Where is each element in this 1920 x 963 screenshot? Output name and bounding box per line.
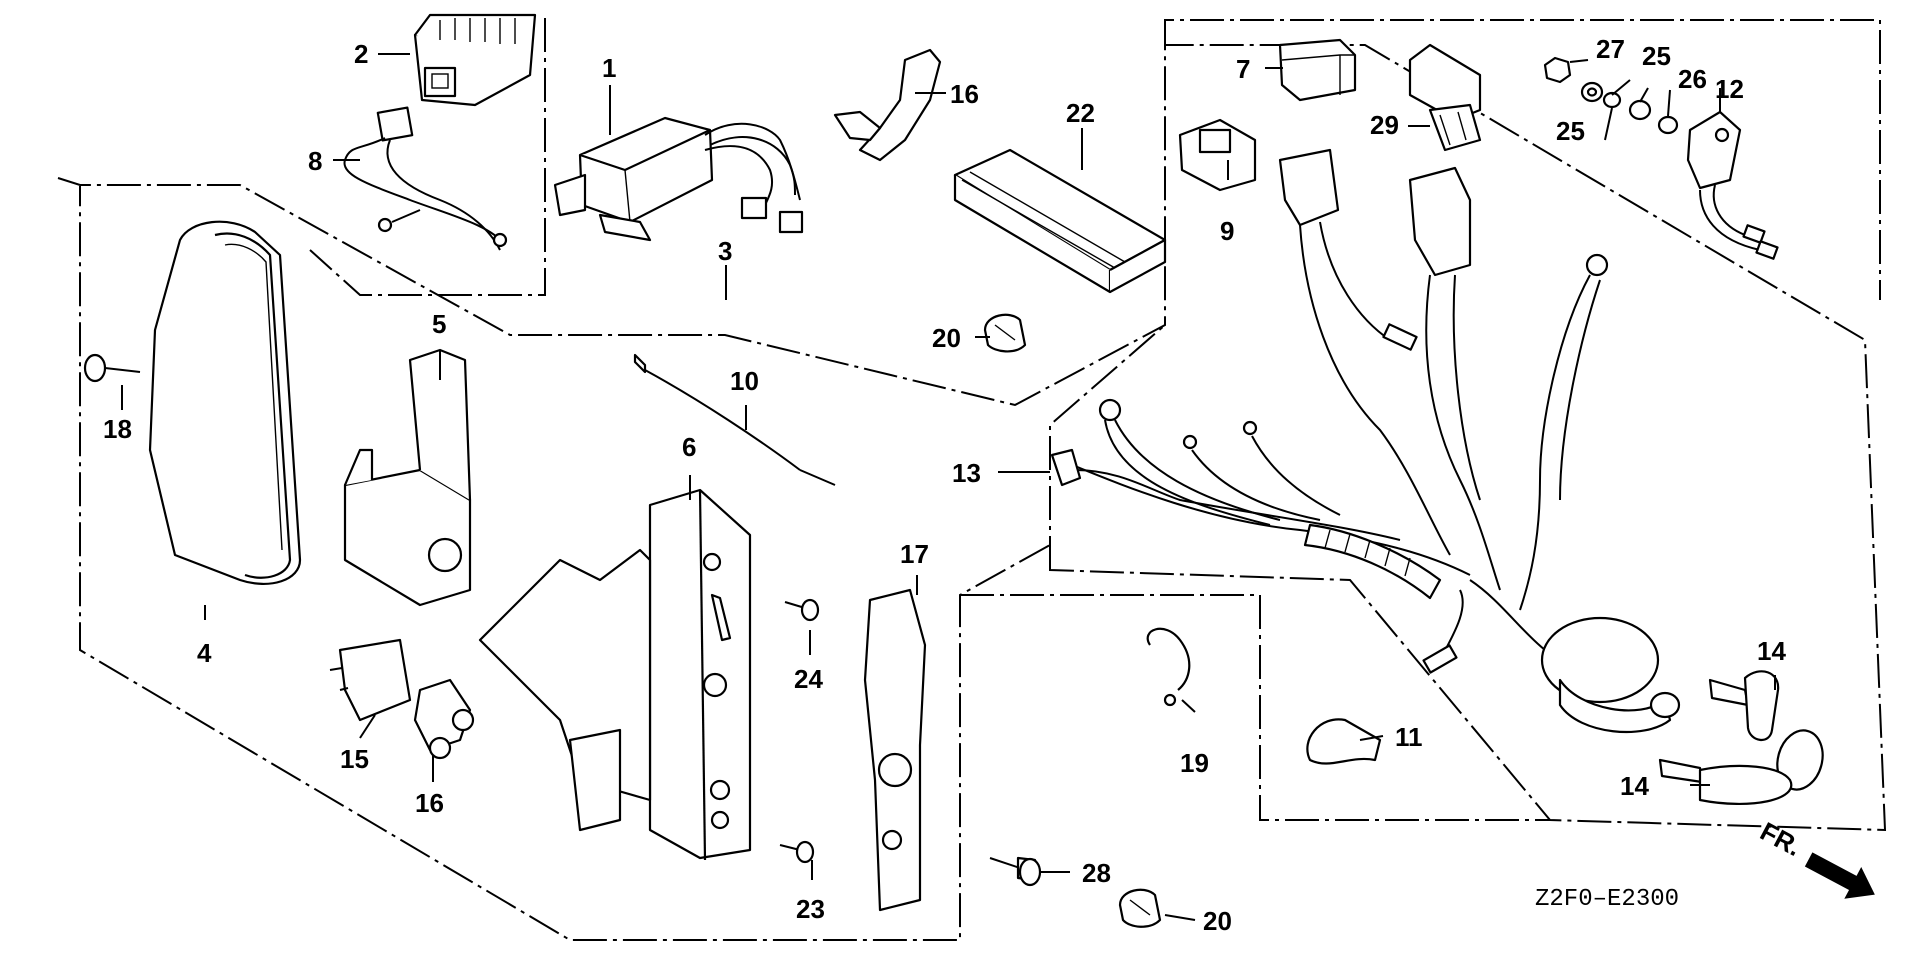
part-22-foam-pad [953,148,1167,294]
leader-lines [121,53,1776,921]
part-16-breaker [413,678,475,760]
callout-14-lower: 14 [1620,771,1649,801]
part-8-harness [343,106,508,251]
part-17-gasket [863,588,927,912]
front-arrow-icon [1804,852,1875,899]
part-29-fuse-holder [1408,43,1482,152]
callout-26: 26 [1678,64,1707,94]
part-7-relay [1278,38,1357,102]
front-direction-label: FR. [1755,816,1806,862]
callout-7: 7 [1236,54,1250,84]
callout-4: 4 [197,638,212,668]
callout-18: 18 [103,414,132,444]
front-direction-indicator: FR. [1755,816,1875,899]
group-outlines [57,18,1887,941]
callout-labels: 2 8 1 3 16 22 20 7 9 29 27 25 26 12 25 1… [103,34,1786,936]
callout-15: 15 [340,744,369,774]
callout-22: 22 [1066,98,1095,128]
callout-9: 9 [1220,216,1234,246]
part-23-screw [779,840,815,864]
callout-2: 2 [354,39,368,69]
part-9-fuse-block [1178,118,1257,192]
callout-8: 8 [308,146,322,176]
part-6-control-panel [478,488,752,861]
part-28-bolt [989,856,1042,887]
callout-13: 13 [952,458,981,488]
part-11-band [1306,718,1382,765]
callout-12: 12 [1715,74,1744,104]
callout-20-upper: 20 [932,323,961,353]
part-2-regulator [413,13,537,107]
callout-25-b: 25 [1556,116,1585,146]
callout-1: 1 [602,53,616,83]
part-15-switch [329,638,412,722]
part-19-tie [1146,627,1191,707]
callout-19: 19 [1180,748,1209,778]
part-20-clip-lower [1118,888,1162,928]
callout-16: 16 [415,788,444,818]
part-21-clamp [833,48,942,162]
part-1-control-unit [553,116,804,242]
part-24-screw [784,598,820,622]
callout-25-a: 25 [1642,41,1671,71]
callout-29: 29 [1370,110,1399,140]
callout-17: 17 [900,539,929,569]
callout-6: 6 [682,432,696,462]
part-12-sensor [1686,110,1779,260]
callout-28: 28 [1082,858,1111,888]
callout-21: 16 [950,79,979,109]
callout-14-upper: 14 [1757,636,1786,666]
part-13-main-harness [1050,148,1681,734]
callout-23: 23 [796,894,825,924]
drawing-code: Z2F0–E2300 [1535,886,1679,913]
part-4-cover [148,220,302,585]
part-20-clip-upper [983,313,1027,353]
callout-11: 11 [1395,722,1423,752]
part-18-screw [83,353,141,383]
part-10-cable [633,353,836,486]
callout-24: 24 [794,664,823,694]
callout-3: 3 [718,236,732,266]
callout-5: 5 [432,309,446,339]
callout-27: 27 [1596,34,1625,64]
callout-10: 10 [730,366,759,396]
part-14-key-upper [1708,670,1824,791]
callout-20-lower: 20 [1203,906,1232,936]
part-14-key-lower [1658,758,1793,806]
part-5-bracket [343,348,472,607]
hardware-nuts-washers [1543,56,1679,141]
